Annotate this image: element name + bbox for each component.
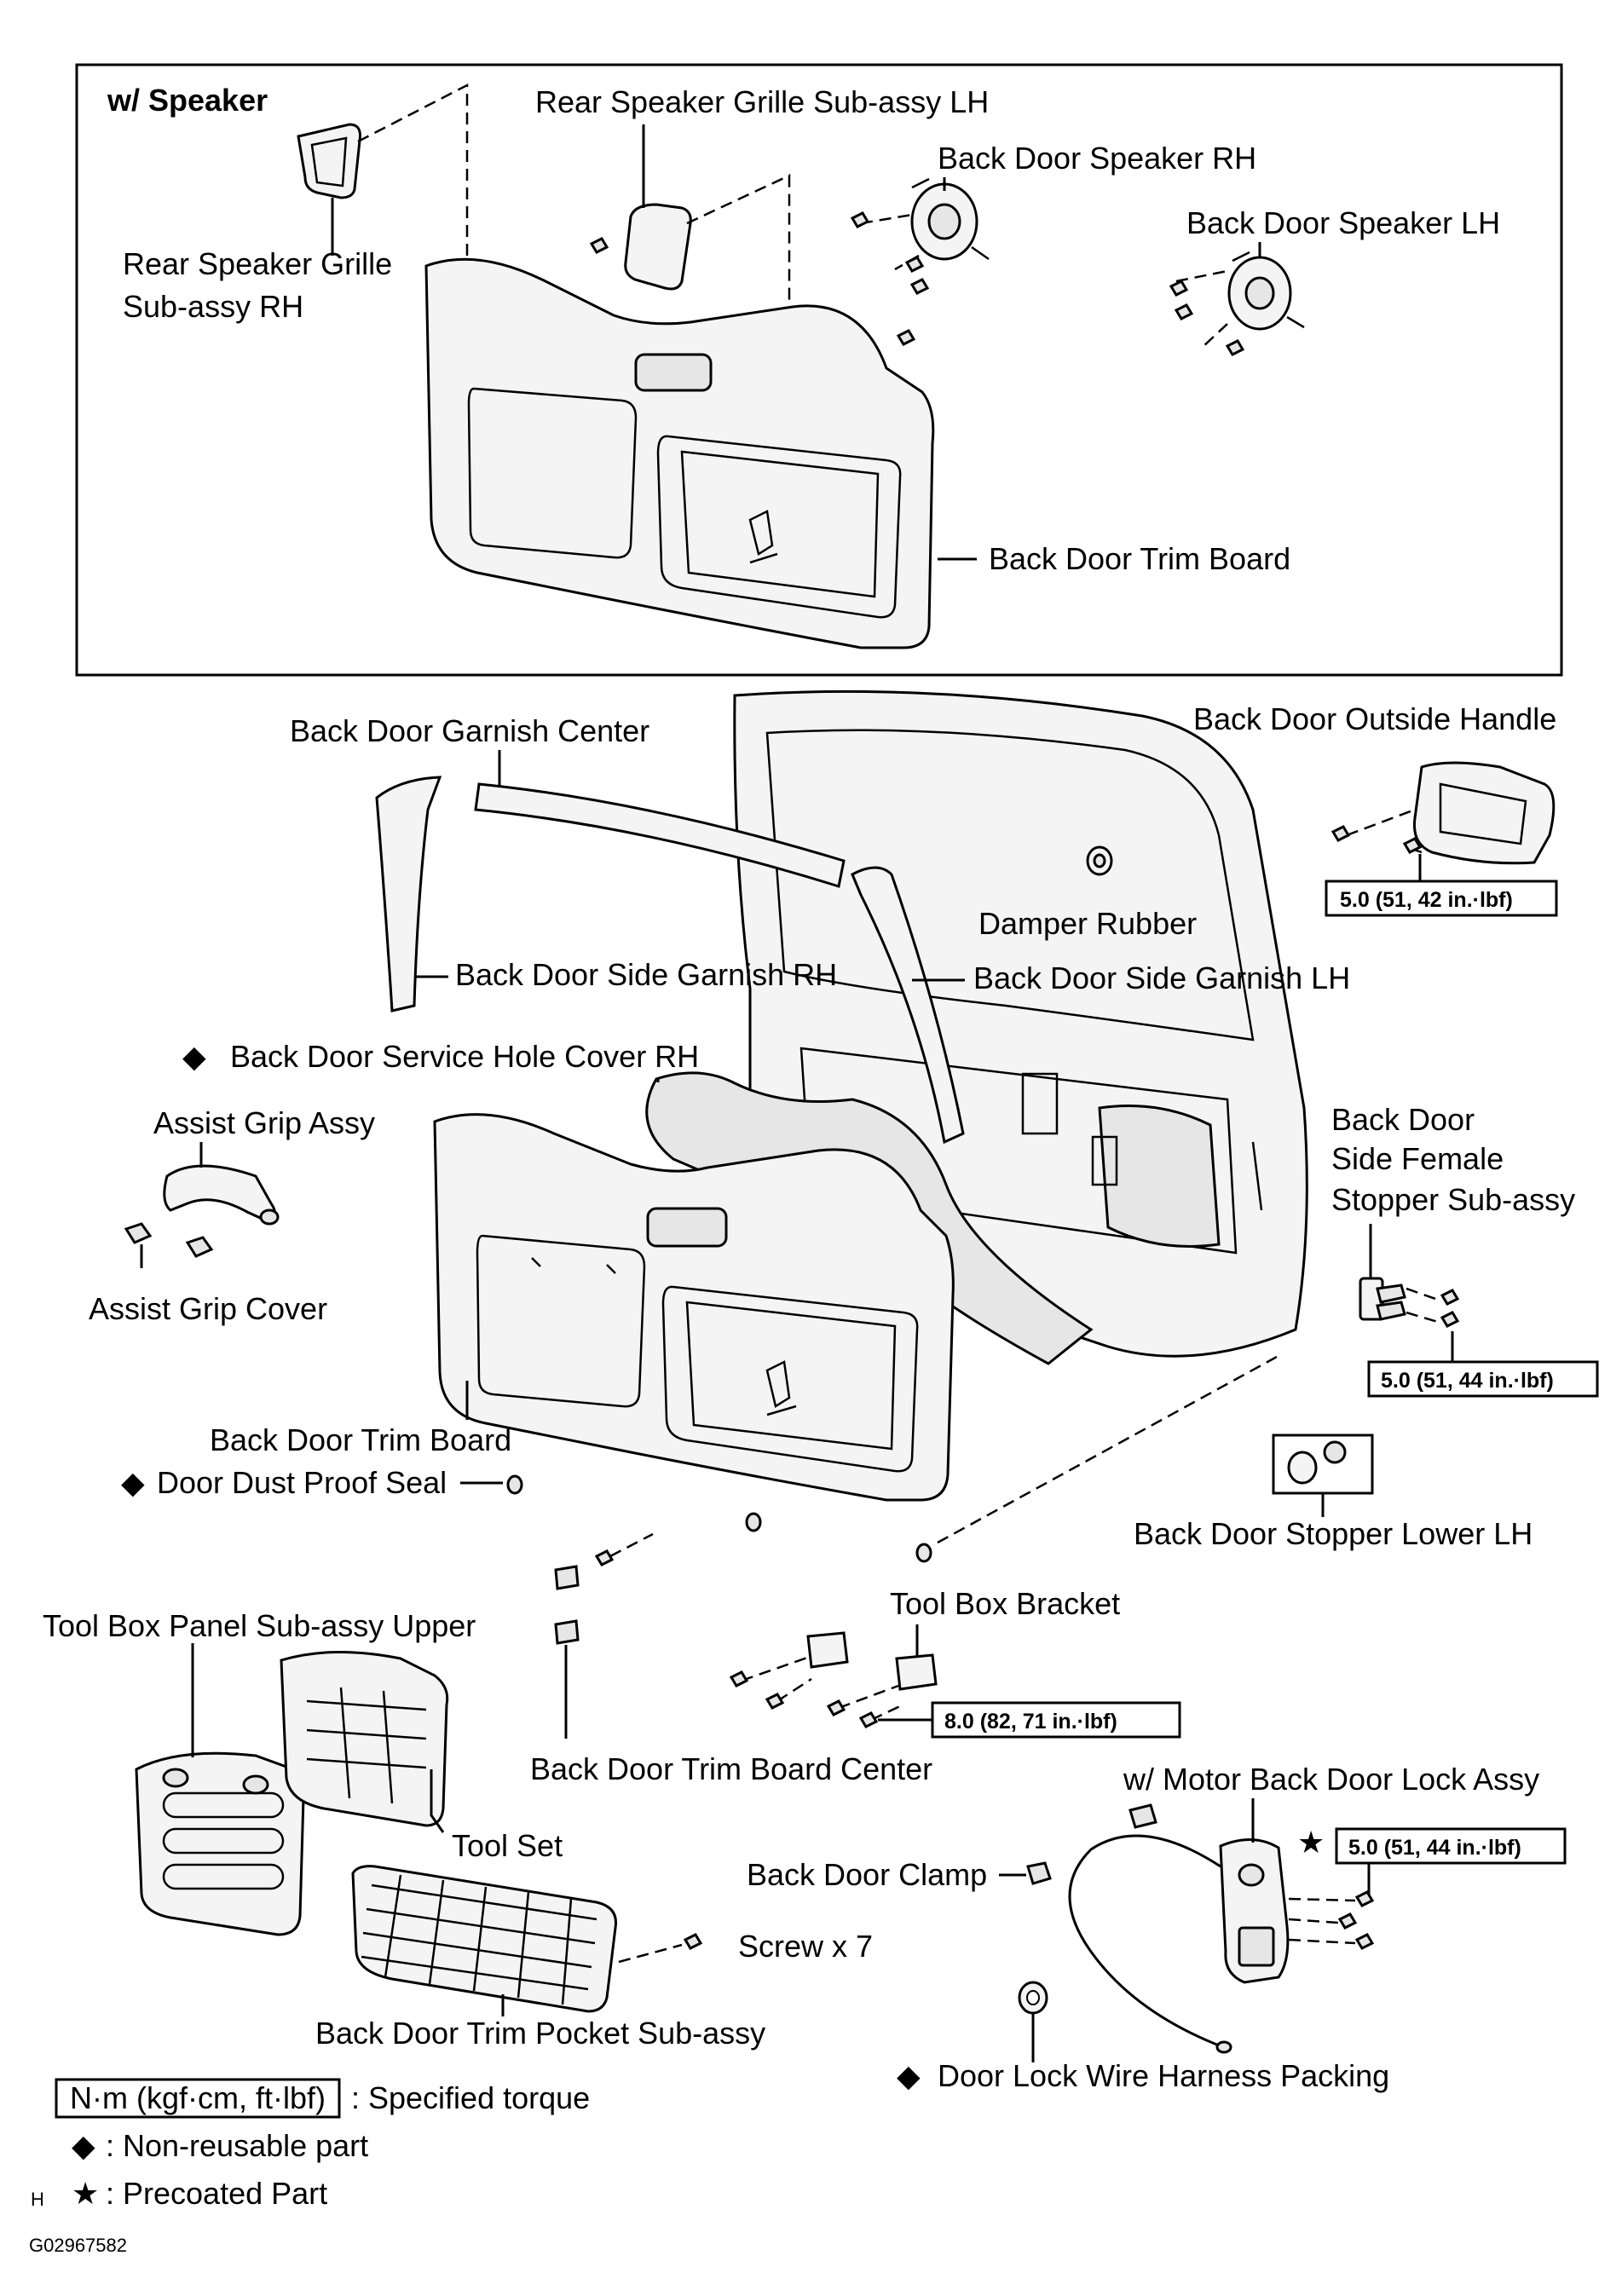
leader-tool-set bbox=[430, 1769, 445, 1833]
lock-cable bbox=[1068, 1834, 1221, 2047]
figure-id: G02967582 bbox=[29, 2235, 127, 2256]
torque-box-stopper bbox=[1367, 1360, 1599, 1398]
screw-part bbox=[683, 1933, 703, 1950]
lock-clip-top bbox=[1128, 1803, 1157, 1829]
trim-board-part bbox=[433, 1113, 955, 1502]
tool-box-bracket-part bbox=[806, 1631, 938, 1691]
label-stopper-lower: Back Door Stopper Lower LH bbox=[1134, 1516, 1533, 1551]
screws-bracket bbox=[729, 1670, 879, 1728]
dash-screw bbox=[618, 1943, 683, 1964]
legend-star: ★ bbox=[72, 2176, 99, 2211]
torque-stopper: 5.0 (51, 44 in.·lbf) bbox=[1381, 1369, 1554, 1393]
rear-speaker-grille-lh-part bbox=[624, 203, 692, 291]
trim-pocket-part bbox=[351, 1865, 618, 2013]
trim-board-center-part bbox=[554, 1549, 615, 1645]
torque-box-bracket bbox=[931, 1701, 1181, 1739]
label-dust-seal: Door Dust Proof Seal bbox=[157, 1465, 447, 1500]
rear-speaker-grille-rh-part bbox=[297, 123, 361, 199]
speaker-lh-part bbox=[1227, 251, 1305, 331]
outside-handle-part bbox=[1412, 761, 1556, 865]
tool-box-panel-part bbox=[135, 1751, 305, 1936]
label-trim-board: Back Door Trim Board bbox=[210, 1422, 511, 1457]
diamond-dust-seal: ◆ bbox=[121, 1465, 145, 1500]
dust-seal-part-3 bbox=[915, 1543, 932, 1563]
label-side-garnish-lh: Back Door Side Garnish LH bbox=[973, 961, 1350, 995]
screws-top-panel bbox=[589, 211, 1245, 356]
label-damper-rubber: Damper Rubber bbox=[978, 906, 1197, 941]
torque-bracket: 8.0 (82, 71 in.·lbf) bbox=[944, 1710, 1117, 1734]
label-speaker-rh: Back Door Speaker RH bbox=[938, 141, 1256, 176]
label-motor-lock: w/ Motor Back Door Lock Assy bbox=[1123, 1762, 1539, 1797]
label-harness-packing: Door Lock Wire Harness Packing bbox=[938, 2058, 1389, 2093]
speaker-rh-part bbox=[910, 177, 990, 261]
label-screw: Screw x 7 bbox=[738, 1929, 873, 1964]
door-clamp-part bbox=[1026, 1861, 1052, 1885]
dash-grille-rh bbox=[357, 83, 469, 324]
side-female-stopper-part bbox=[1359, 1277, 1406, 1321]
damper-rubber-part bbox=[1086, 845, 1113, 876]
label-side-garnish-rh: Back Door Side Garnish RH bbox=[455, 957, 837, 992]
label-rear-grille-rh-1: Rear Speaker Grille bbox=[123, 246, 392, 281]
label-trim-pocket: Back Door Trim Pocket Sub-assy bbox=[315, 2016, 765, 2051]
torque-box-lock bbox=[1335, 1827, 1567, 1865]
dash-speaker-lh bbox=[1175, 269, 1228, 349]
label-rear-grille-rh-2: Sub-assy RH bbox=[123, 289, 303, 324]
tool-set-part bbox=[280, 1651, 449, 1827]
stopper-lower-part bbox=[1287, 1440, 1347, 1485]
torque-handle: 5.0 (51, 42 in.·lbf) bbox=[1340, 888, 1513, 912]
dust-seal-part bbox=[506, 1474, 523, 1495]
diamond-service-hole: ◆ bbox=[182, 1039, 206, 1074]
label-assist-grip: Assist Grip Assy bbox=[153, 1105, 375, 1140]
w-speaker-title: w/ Speaker bbox=[107, 83, 268, 118]
dash-bracket bbox=[741, 1655, 904, 1722]
legend-diamond: ◆ bbox=[72, 2128, 95, 2163]
diamond-harness: ◆ bbox=[897, 2058, 921, 2093]
assist-grip-part bbox=[163, 1164, 280, 1226]
torque-lock: 5.0 (51, 44 in.·lbf) bbox=[1348, 1836, 1521, 1860]
screws-outside-handle bbox=[1331, 825, 1423, 854]
label-side-female-2: Side Female bbox=[1331, 1141, 1504, 1176]
motor-lock-part bbox=[1219, 1837, 1290, 1984]
label-door-clamp: Back Door Clamp bbox=[747, 1857, 987, 1892]
cable-end bbox=[1215, 2040, 1232, 2054]
dash-trim-center bbox=[609, 1532, 654, 1558]
dash-lock-screws bbox=[1288, 1897, 1356, 1945]
label-tool-box-panel: Tool Box Panel Sub-assy Upper bbox=[43, 1608, 476, 1643]
label-side-female-1: Back Door bbox=[1331, 1102, 1475, 1137]
label-assist-grip-cover: Assist Grip Cover bbox=[89, 1291, 327, 1326]
dust-seal-part-2 bbox=[745, 1512, 762, 1532]
label-trim-board-top: Back Door Trim Board bbox=[989, 541, 1290, 576]
label-garnish-center: Back Door Garnish Center bbox=[290, 713, 649, 748]
label-rear-grille-lh: Rear Speaker Grille Sub-assy LH bbox=[535, 84, 989, 119]
torque-box-handle bbox=[1325, 880, 1558, 917]
label-service-hole-cover: Back Door Service Hole Cover RH bbox=[230, 1039, 699, 1074]
dash-side-female bbox=[1406, 1287, 1441, 1324]
assist-grip-cover-part bbox=[124, 1222, 214, 1258]
label-tool-box-bracket: Tool Box Bracket bbox=[890, 1586, 1120, 1621]
label-trim-board-center: Back Door Trim Board Center bbox=[530, 1751, 932, 1786]
legend-torque-box bbox=[55, 2078, 341, 2119]
garnish-center-part bbox=[474, 782, 846, 888]
legend-torque-unit: N·m (kgf·cm, ft·lbf) bbox=[70, 2080, 326, 2115]
side-garnish-rh-part bbox=[375, 776, 442, 1012]
legend-corner-letter: H bbox=[31, 2189, 44, 2210]
legend-nonreusable: : Non-reusable part bbox=[106, 2128, 368, 2163]
label-tool-set: Tool Set bbox=[452, 1828, 563, 1863]
harness-packing-part bbox=[1018, 1981, 1048, 2015]
dash-dust-seal bbox=[937, 1355, 1278, 1544]
label-outside-handle: Back Door Outside Handle bbox=[1193, 701, 1556, 736]
legend-torque-text: : Specified torque bbox=[351, 2080, 590, 2115]
label-side-female-3: Stopper Sub-assy bbox=[1331, 1182, 1575, 1217]
label-speaker-lh: Back Door Speaker LH bbox=[1186, 205, 1500, 240]
star-lock: ★ bbox=[1297, 1825, 1325, 1860]
screws-lock bbox=[1337, 1890, 1375, 1950]
screws-side-female bbox=[1440, 1289, 1460, 1328]
side-garnish-lh-part bbox=[851, 866, 965, 1145]
trim-board-top-part bbox=[424, 257, 935, 649]
legend-precoated: : Precoated Part bbox=[106, 2176, 327, 2211]
